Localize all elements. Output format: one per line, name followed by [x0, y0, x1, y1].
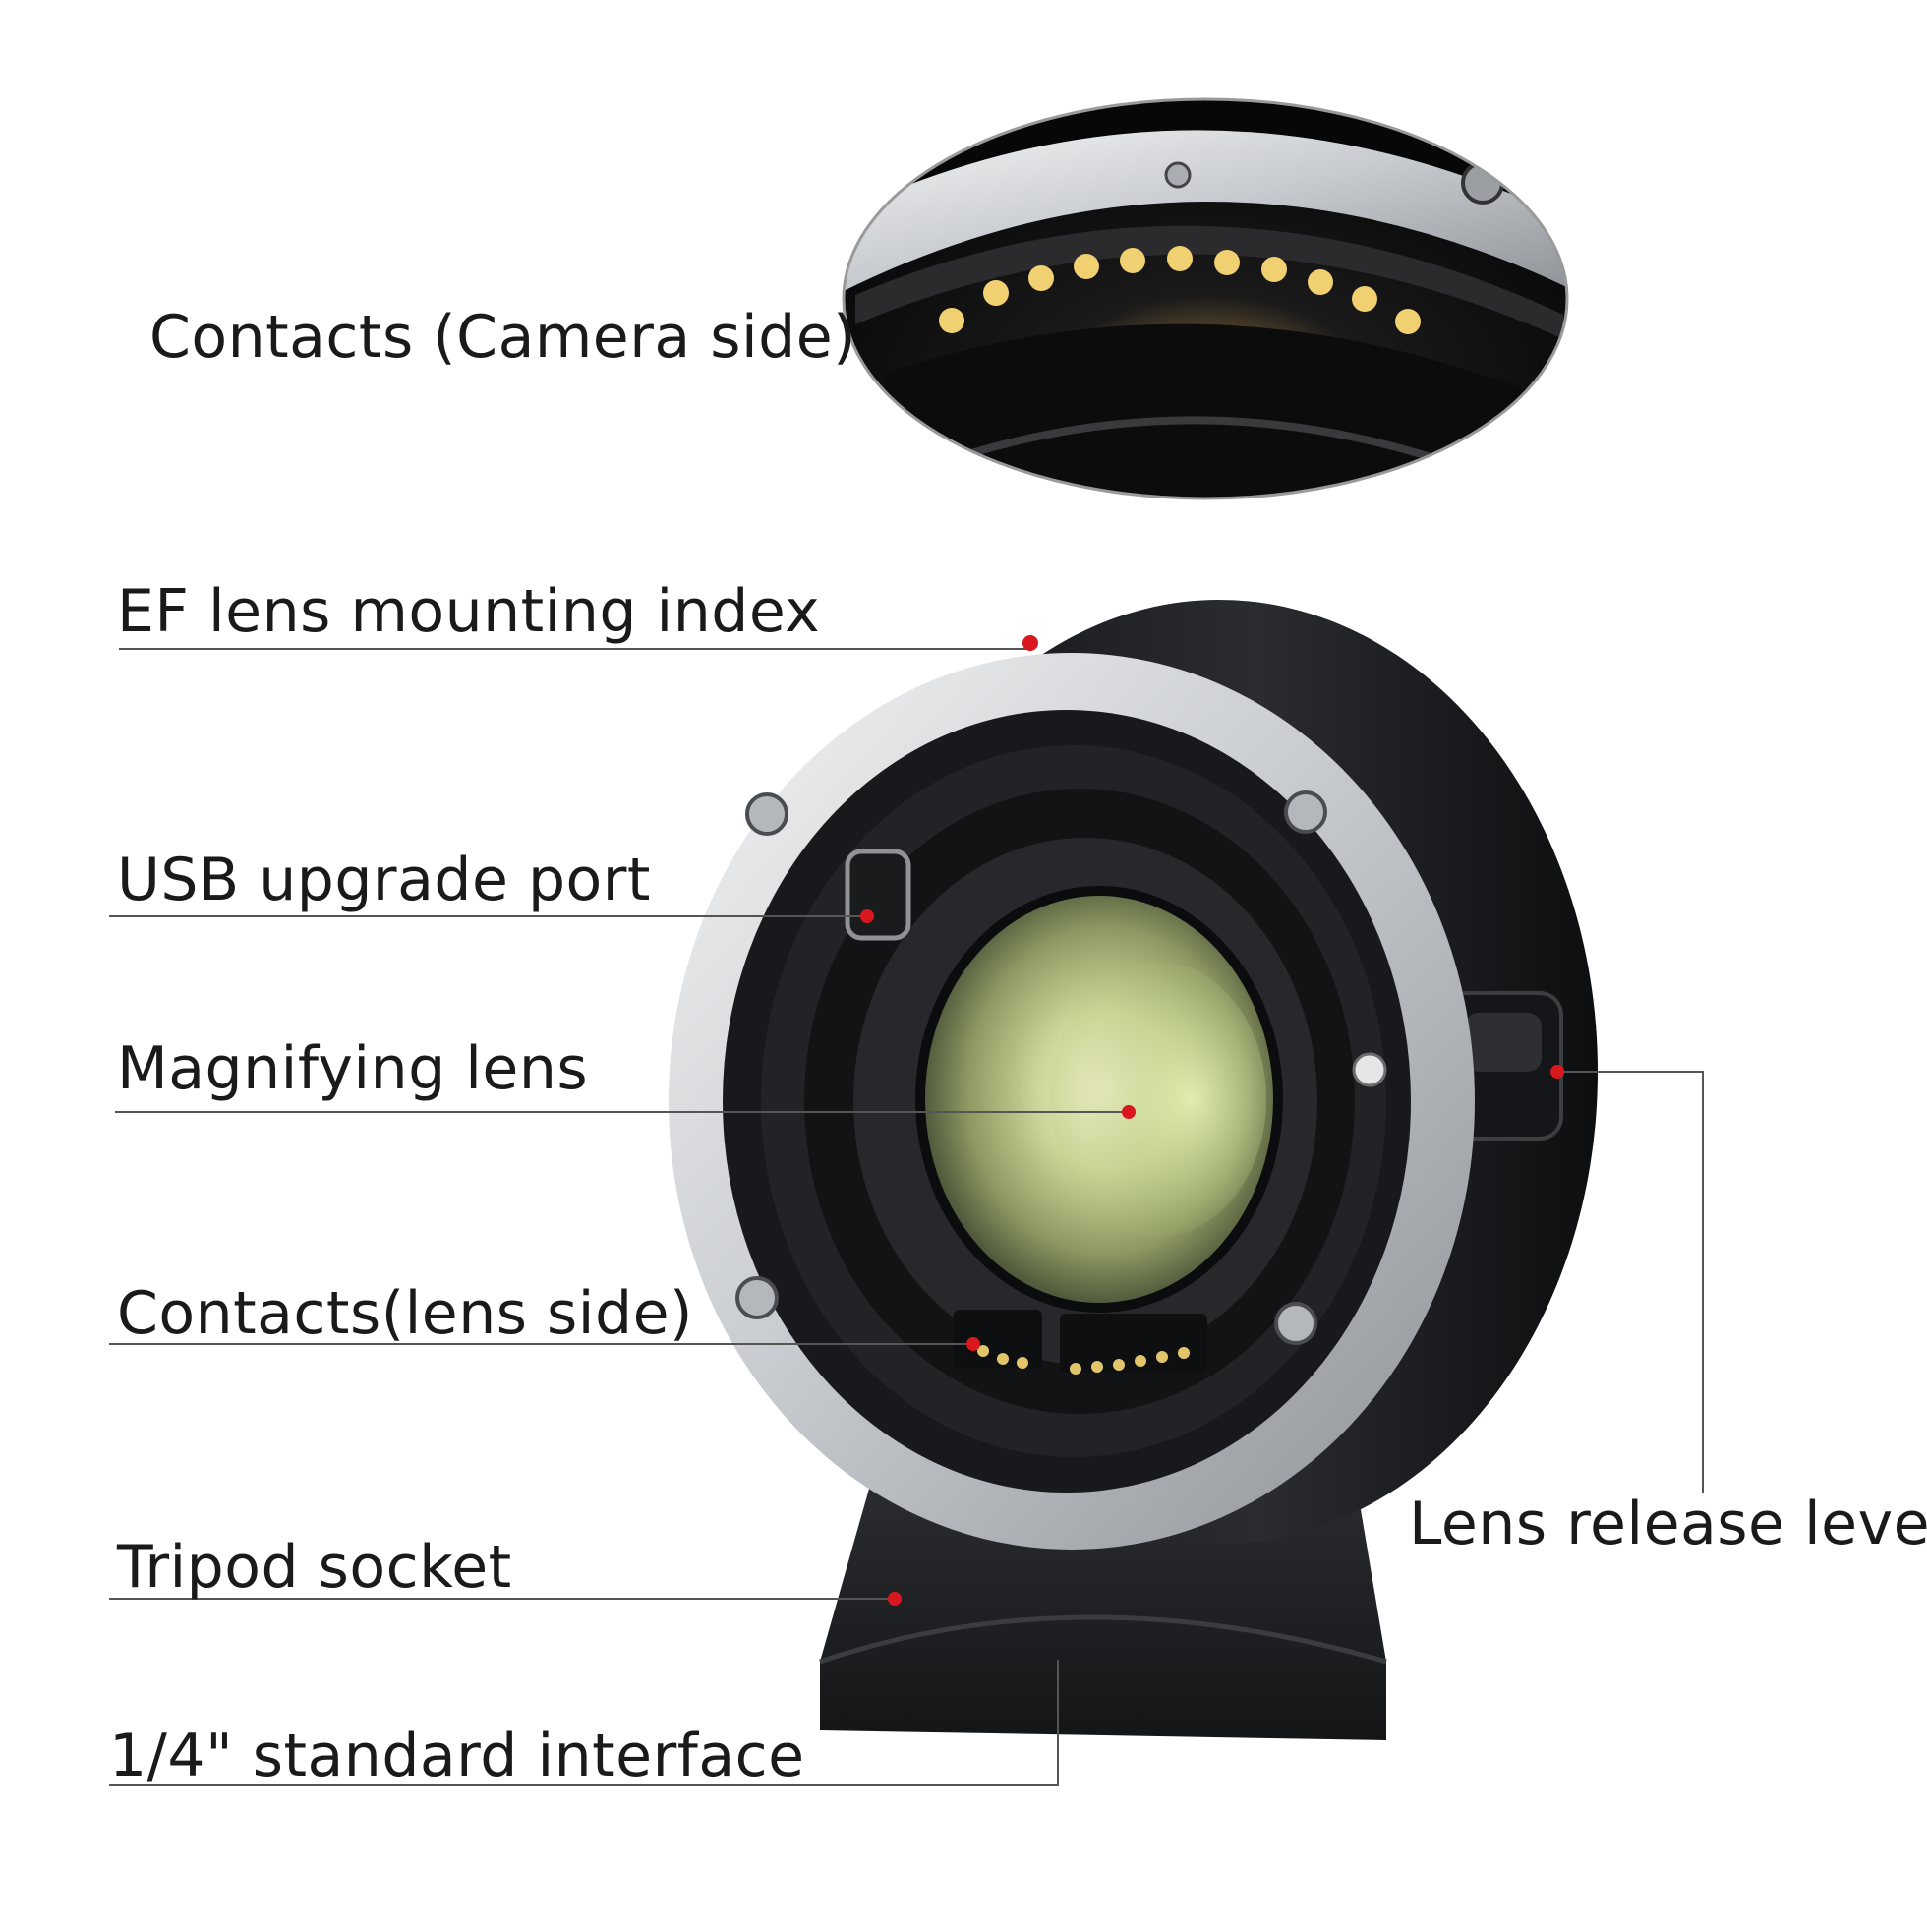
marker-tripod — [888, 1592, 902, 1606]
label-usb-upgrade-port: USB upgrade port — [117, 846, 651, 914]
marker-ef-index — [1022, 635, 1038, 651]
callout-markers — [860, 635, 1564, 1606]
mount-screws — [735, 790, 1327, 1345]
marker-contacts-lens — [966, 1337, 980, 1351]
label-magnifying-lens: Magnifying lens — [117, 1034, 589, 1103]
marker-usb — [860, 909, 874, 923]
inset-camera-side — [842, 97, 1569, 500]
usb-port — [845, 849, 911, 941]
camera-side-contact-pins — [939, 246, 1421, 334]
marker-magnifying-lens — [1122, 1105, 1136, 1119]
label-ef-lens-mounting-index: EF lens mounting index — [117, 577, 821, 646]
label-tripod-socket: Tripod socket — [117, 1533, 512, 1602]
label-contacts-lens-side: Contacts(lens side) — [117, 1279, 693, 1348]
label-standard-interface: 1/4" standard interface — [109, 1722, 805, 1790]
label-contacts-camera-side: Contacts (Camera side) — [149, 303, 857, 372]
marker-release-lever — [1550, 1065, 1564, 1079]
label-lens-release-lever: Lens release lever — [1409, 1490, 1927, 1558]
adapter-body — [669, 600, 1598, 1740]
leader-lines — [109, 648, 1704, 1786]
lens-side-contact-pins — [954, 1310, 1207, 1375]
